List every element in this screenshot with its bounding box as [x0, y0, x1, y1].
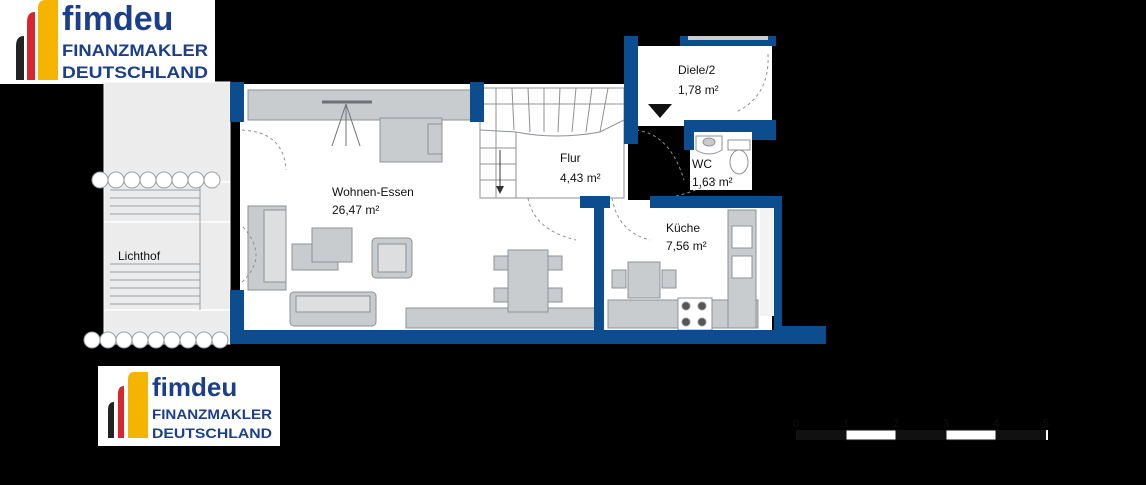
room-name-diele: Diele/2	[678, 63, 716, 77]
scale-bar: 0 1 2 3 4 5	[793, 418, 1049, 441]
dining-chair-4	[547, 287, 563, 303]
wall-kueche-right	[774, 196, 782, 344]
lichthof-steps	[110, 186, 201, 310]
staircase	[479, 87, 625, 199]
stove-icon	[677, 297, 713, 331]
railing-bottom	[83, 331, 229, 349]
room-labels: Wohnen-Essen 26,47 m² Flur 4,43 m² Diele…	[332, 63, 733, 253]
railing-top	[91, 171, 221, 189]
room-name-flur: Flur	[560, 151, 581, 165]
logo-top-background	[0, 0, 215, 84]
logo-bottom-brand: fimdeu	[152, 372, 237, 402]
scale-segment-4	[945, 429, 997, 441]
scale-tick-1: 1	[843, 418, 849, 430]
wall-diele-left	[624, 36, 638, 144]
desk-chair	[427, 123, 443, 155]
wall-kueche-left	[594, 196, 604, 330]
lichthof-name: Lichthof	[118, 249, 161, 263]
scale-tick-0: 0	[793, 418, 799, 430]
logo-bottom: fimdeu FINANZMAKLER DEUTSCHLAND	[98, 366, 280, 446]
logo-top: fimdeu FINANZMAKLER DEUTSCHLAND	[0, 0, 215, 84]
scale-tick-4: 4	[993, 418, 999, 430]
scale-segment-5	[996, 430, 1046, 440]
room-area-wohnen: 26,47 m²	[332, 203, 379, 217]
furniture	[247, 89, 759, 331]
room-area-diele: 1,78 m²	[678, 83, 719, 97]
kitchen-table	[627, 261, 661, 299]
wall-left-top	[230, 82, 244, 122]
wall-diele-top	[680, 36, 776, 46]
kitchen-chair-1	[611, 269, 627, 289]
room-area-wc: 1,63 m²	[692, 175, 733, 189]
dining-chair-3	[547, 255, 563, 271]
stair-down-arrow-icon	[648, 104, 672, 118]
kitchen-chair-2	[661, 269, 677, 289]
wall-wc-left	[684, 120, 694, 150]
dining-chair-2	[493, 287, 509, 303]
scale-segment-1	[796, 430, 846, 440]
dining-chair-1	[493, 255, 509, 271]
lichthof-area: Lichthof	[83, 81, 231, 349]
dining-table	[507, 249, 549, 313]
sideboard	[247, 89, 475, 121]
scale-tick-3: 3	[943, 418, 949, 430]
toilet-icon	[727, 139, 751, 175]
room-name-wohnen: Wohnen-Essen	[332, 185, 414, 199]
floor-lamp-icon	[322, 100, 372, 147]
logo-bottom-flag-icon	[108, 372, 148, 438]
washbasin-icon	[695, 135, 723, 155]
logo-top-flag-icon	[16, 0, 58, 80]
dishwasher	[731, 255, 753, 279]
room-area-kueche: 7,56 m²	[666, 239, 707, 253]
room-name-kueche: Küche	[666, 221, 700, 235]
logo-top-brand: fimdeu	[62, 0, 173, 38]
scale-tick-2: 2	[893, 418, 899, 430]
kitchen-sink-icon	[731, 225, 753, 249]
room-name-wc: WC	[692, 157, 712, 171]
logo-bottom-line1: FINANZMAKLER	[152, 406, 272, 422]
walls	[230, 36, 826, 344]
logo-top-line1: FINANZMAKLER	[62, 41, 208, 60]
room-area-flur: 4,43 m²	[560, 171, 601, 185]
ottoman	[311, 227, 353, 263]
door-openings-light	[244, 36, 768, 130]
logo-bottom-line2: DEUTSCHLAND	[152, 425, 272, 441]
scale-tick-5: 5	[1043, 418, 1049, 430]
wall-wc-bottom	[650, 196, 776, 208]
wall-left-bottom	[230, 290, 244, 344]
wall-bottom	[230, 330, 826, 344]
scale-segment-3	[896, 430, 946, 440]
wall-stair-left	[470, 82, 484, 122]
scale-segment-2	[845, 429, 897, 441]
logo-top-line2: DEUTSCHLAND	[62, 63, 208, 82]
counter-bottom	[405, 307, 597, 329]
